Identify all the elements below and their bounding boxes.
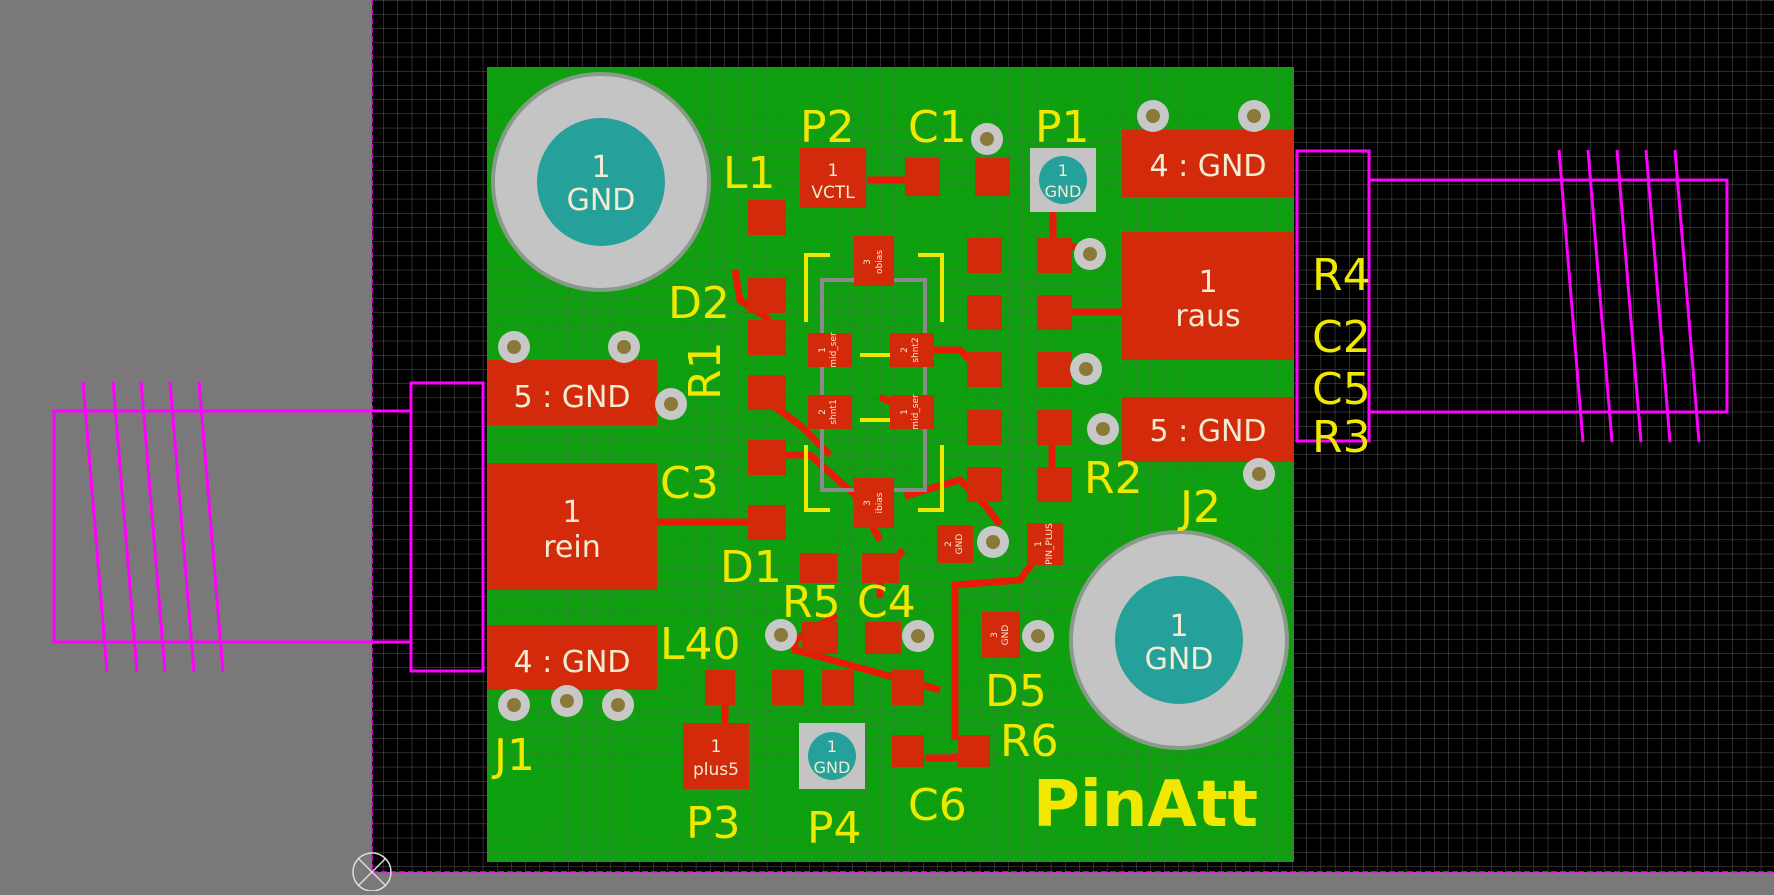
ref-p4: P4 xyxy=(807,803,862,854)
j1-pad-top[interactable]: 5 : GND xyxy=(487,360,657,425)
pad-number: 1 xyxy=(828,161,839,181)
j2-pad-bottom[interactable]: 5 : GND xyxy=(1122,397,1294,462)
pad-p4-gnd[interactable]: 1 GND xyxy=(799,723,865,789)
pad-number: 1 xyxy=(818,347,828,353)
pad-net: mid_ser xyxy=(829,332,839,368)
ref-j2: J2 xyxy=(1177,482,1221,533)
pad-number: 3 xyxy=(990,632,1000,638)
pad-number: 2 xyxy=(818,409,828,415)
ref-c2: C2 xyxy=(1312,312,1371,363)
ref-c3: C3 xyxy=(660,458,719,509)
u1-pad-obias[interactable]: 3 obias xyxy=(854,236,894,286)
pad-p3-plus5[interactable]: 1 plus5 xyxy=(683,723,749,789)
pad-label: 4 : GND xyxy=(513,645,630,680)
d5-pad-gnd-3[interactable]: 3 GND xyxy=(982,612,1020,658)
ref-p3: P3 xyxy=(686,798,741,849)
ref-r3: R3 xyxy=(1312,412,1371,463)
ref-d2: D2 xyxy=(668,278,730,329)
pad-number: 1 xyxy=(1034,541,1044,547)
d5-pad-pin-plus[interactable]: 1 PIN_PLUS xyxy=(1027,523,1063,565)
pad-label: 5 : GND xyxy=(1149,414,1266,449)
pad-number: 1 xyxy=(827,737,837,756)
ref-l1: L1 xyxy=(723,148,776,199)
mounting-hole-bottom-right[interactable]: 1 GND xyxy=(1069,530,1289,750)
via-drills xyxy=(507,109,1266,712)
d5-pad-gnd-2[interactable]: 2 GND xyxy=(937,525,973,563)
pad-number: 1 xyxy=(591,150,610,185)
ref-r1: R1 xyxy=(680,341,731,400)
pad-net: GND xyxy=(567,183,636,218)
pad-net: GND xyxy=(1045,182,1082,201)
pad-number: 1 xyxy=(711,737,722,757)
ref-p1: P1 xyxy=(1035,102,1090,153)
j2-pad-signal[interactable]: 1 raus xyxy=(1122,232,1294,360)
ref-r6: R6 xyxy=(1000,716,1059,767)
pad-number: 3 xyxy=(863,500,873,506)
pad-label: 5 : GND xyxy=(513,380,630,415)
ref-r4: R4 xyxy=(1312,250,1371,301)
ref-l40: L40 xyxy=(660,619,741,670)
mounting-hole-top-left[interactable]: 1 GND xyxy=(491,72,711,292)
board-name-silkscreen: PinAtt xyxy=(1033,768,1258,842)
pad-label: 4 : GND xyxy=(1149,149,1266,184)
pad-net: raus xyxy=(1175,299,1240,334)
pad-number: 1 xyxy=(1169,609,1188,644)
pad-number: 3 xyxy=(863,259,873,265)
ref-c5: C5 xyxy=(1312,364,1371,415)
ref-c4: C4 xyxy=(857,577,916,628)
j1-pad-bottom[interactable]: 4 : GND xyxy=(487,625,657,690)
ref-p2: P2 xyxy=(800,102,855,153)
silkscreen-labels: P2 C1 P1 L1 D2 R1 C3 D1 R5 C4 L40 D5 R6 … xyxy=(491,102,1371,854)
pad-number: 1 xyxy=(900,409,910,415)
pad-net: mid_ser xyxy=(911,394,921,430)
connector-j1-outline xyxy=(52,381,485,673)
pad-net: GND xyxy=(814,758,851,777)
pad-number: 1 xyxy=(1198,265,1217,300)
pad-net: PIN_PLUS xyxy=(1045,523,1055,565)
ref-r5: R5 xyxy=(782,577,841,628)
pad-net: GND xyxy=(1145,642,1214,677)
pad-net: GND xyxy=(1001,625,1011,646)
ref-c6: C6 xyxy=(908,780,967,831)
ref-c1: C1 xyxy=(908,102,967,153)
u1-pad-mid-ser-a[interactable]: 1 mid_ser xyxy=(808,332,852,368)
connector-j2-outline xyxy=(1295,149,1729,443)
u1-pad-ibias[interactable]: 3 ibias xyxy=(854,478,894,528)
pad-number: 2 xyxy=(900,347,910,353)
pad-net: plus5 xyxy=(693,760,739,780)
j1-pad-signal[interactable]: 1 rein xyxy=(487,463,657,590)
pad-net: GND xyxy=(955,534,965,555)
u1-pad-shnt1[interactable]: 2 shnt1 xyxy=(808,395,852,429)
u1-pad-mid-ser-b[interactable]: 1 mid_ser xyxy=(890,394,934,430)
pad-net: shnt2 xyxy=(911,337,921,362)
pad-net: shnt1 xyxy=(829,399,839,424)
pad-net: VCTL xyxy=(811,183,855,203)
pad-net: rein xyxy=(543,530,600,565)
pad-net: obias xyxy=(875,250,885,274)
pad-number: 2 xyxy=(944,541,954,547)
pad-p2-vctl[interactable]: 1 VCTL xyxy=(800,148,866,208)
passive-pads[interactable] xyxy=(705,158,1072,767)
pad-number: 1 xyxy=(562,495,581,530)
pad-p1-gnd[interactable]: 1 GND xyxy=(1030,148,1096,212)
j2-pad-top[interactable]: 4 : GND xyxy=(1122,130,1294,197)
ref-d1: D1 xyxy=(720,542,782,593)
u1-pad-shnt2[interactable]: 2 shnt2 xyxy=(890,333,934,367)
ref-r2: R2 xyxy=(1084,453,1143,504)
pad-net: ibias xyxy=(875,492,885,513)
ref-j1: J1 xyxy=(491,730,535,781)
ref-d5: D5 xyxy=(985,666,1047,717)
pad-number: 1 xyxy=(1058,161,1068,180)
